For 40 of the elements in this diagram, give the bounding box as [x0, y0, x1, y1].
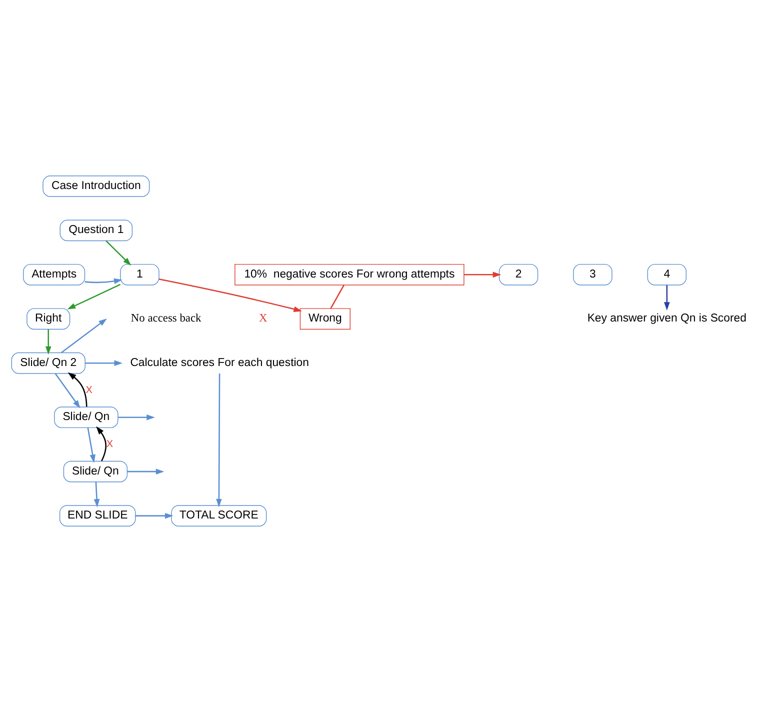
- label: No access back: [130, 312, 202, 324]
- arrow: [464, 271, 502, 278]
- node-box: END SLIDE: [59, 504, 136, 526]
- label: X: [258, 312, 268, 324]
- arrow: [216, 373, 222, 507]
- arrow: [136, 512, 174, 518]
- node-box: Slide/ Qn: [54, 406, 118, 428]
- node-box: 4: [647, 263, 687, 285]
- arrow: [68, 372, 88, 406]
- node-box: Slide/ Qn: [63, 460, 128, 482]
- node-text: Calculate scores For each question: [130, 356, 309, 368]
- arrow: [664, 284, 670, 310]
- node-text: Key answer given Qn is Scored: [587, 312, 746, 324]
- node-box: Wrong: [300, 308, 350, 330]
- arrow: [45, 328, 52, 354]
- arrow: [94, 481, 100, 507]
- node-box: 2: [498, 263, 538, 285]
- edge-label: X: [106, 438, 114, 450]
- arrow: [118, 414, 155, 420]
- connector: [330, 284, 344, 308]
- arrow: [67, 283, 121, 309]
- arrow: [54, 372, 80, 408]
- edge-label: X: [86, 384, 92, 396]
- node-box: 10% negative scores For wrong attempts: [234, 263, 464, 285]
- node-box: Slide/ Qn 2: [11, 352, 86, 374]
- node-box: Question 1: [60, 219, 133, 241]
- node-box: Right: [26, 308, 70, 330]
- arrow: [85, 360, 123, 366]
- arrow: [84, 278, 122, 284]
- node-box: Attempts: [23, 263, 86, 285]
- arrow: [60, 318, 107, 353]
- node-box: 3: [573, 263, 612, 285]
- arrow: [96, 426, 106, 461]
- arrow: [158, 278, 302, 312]
- arrow: [87, 427, 96, 462]
- node-box: 1: [120, 263, 160, 285]
- node-box: TOTAL SCORE: [171, 504, 267, 526]
- arrow: [106, 240, 132, 266]
- arrow: [127, 468, 164, 474]
- node-box: Case Introduction: [42, 175, 150, 196]
